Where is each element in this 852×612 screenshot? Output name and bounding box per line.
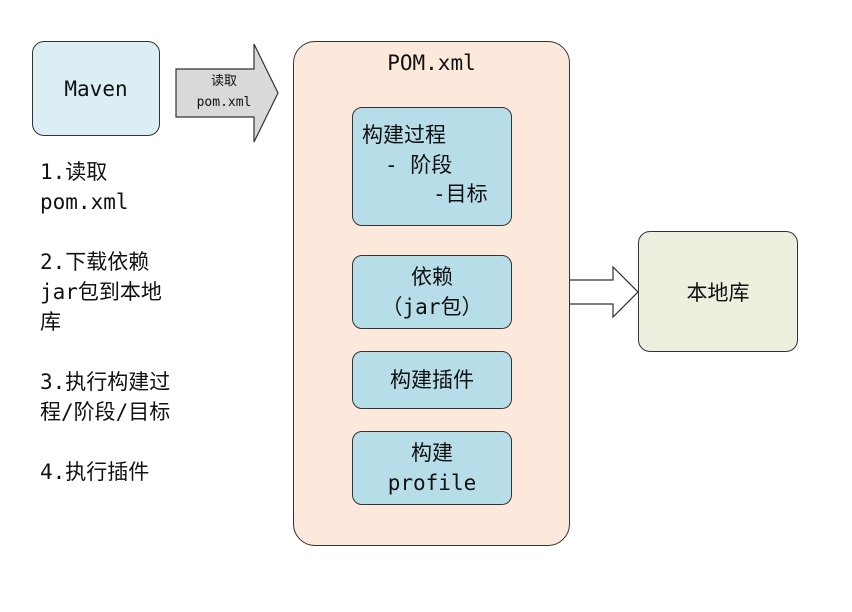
step-4-line-1: 4.执行插件 xyxy=(40,460,150,484)
step-2-line-3: 库 xyxy=(40,310,61,334)
steps-list: 1.读取 pom.xml 2.下载依赖 jar包到本地 库 3.执行构建过 程/… xyxy=(40,157,170,517)
pom-title: POM.xml xyxy=(387,51,476,75)
profile-line-2: profile xyxy=(387,471,477,495)
read-arrow-line-1: 读取 xyxy=(210,74,237,89)
lifecycle-line-3: -目标 xyxy=(433,182,488,206)
maven-label: Maven xyxy=(64,76,128,101)
lifecycle-box: 构建过程 - 阶段 -目标 xyxy=(352,107,512,226)
step-2-line-1: 2.下载依赖 xyxy=(40,250,150,274)
dependency-box: 依赖 （jar包） xyxy=(352,255,512,329)
lifecycle-line-2: - 阶段 xyxy=(385,153,453,177)
step-1: 1.读取 pom.xml xyxy=(40,157,170,217)
step-2-line-2: jar包到本地 xyxy=(40,280,162,304)
plugins-box: 构建插件 xyxy=(352,351,512,409)
dependency-line-2: （jar包） xyxy=(381,295,483,319)
step-3-line-1: 3.执行构建过 xyxy=(40,370,171,394)
step-4: 4.执行插件 xyxy=(40,457,170,487)
step-2: 2.下载依赖 jar包到本地 库 xyxy=(40,247,170,337)
read-pom-arrow xyxy=(175,43,279,143)
step-3: 3.执行构建过 程/阶段/目标 xyxy=(40,367,170,427)
step-1-line-2: pom.xml xyxy=(40,190,129,214)
local-repo-label: 本地库 xyxy=(686,280,750,305)
step-1-line-1: 1.读取 xyxy=(40,160,108,184)
step-3-line-2: 程/阶段/目标 xyxy=(40,400,171,424)
lifecycle-line-1: 构建过程 xyxy=(362,123,446,147)
local-repo-box: 本地库 xyxy=(638,231,798,352)
profile-line-1: 构建 xyxy=(411,441,453,465)
profile-box: 构建 profile xyxy=(352,431,512,505)
read-arrow-line-2: pom.xml xyxy=(196,95,252,110)
plugins-label: 构建插件 xyxy=(390,368,474,392)
dependency-line-1: 依赖 xyxy=(411,265,453,289)
read-pom-arrow-label: 读取 pom.xml xyxy=(182,71,266,113)
maven-box: Maven xyxy=(32,41,160,136)
